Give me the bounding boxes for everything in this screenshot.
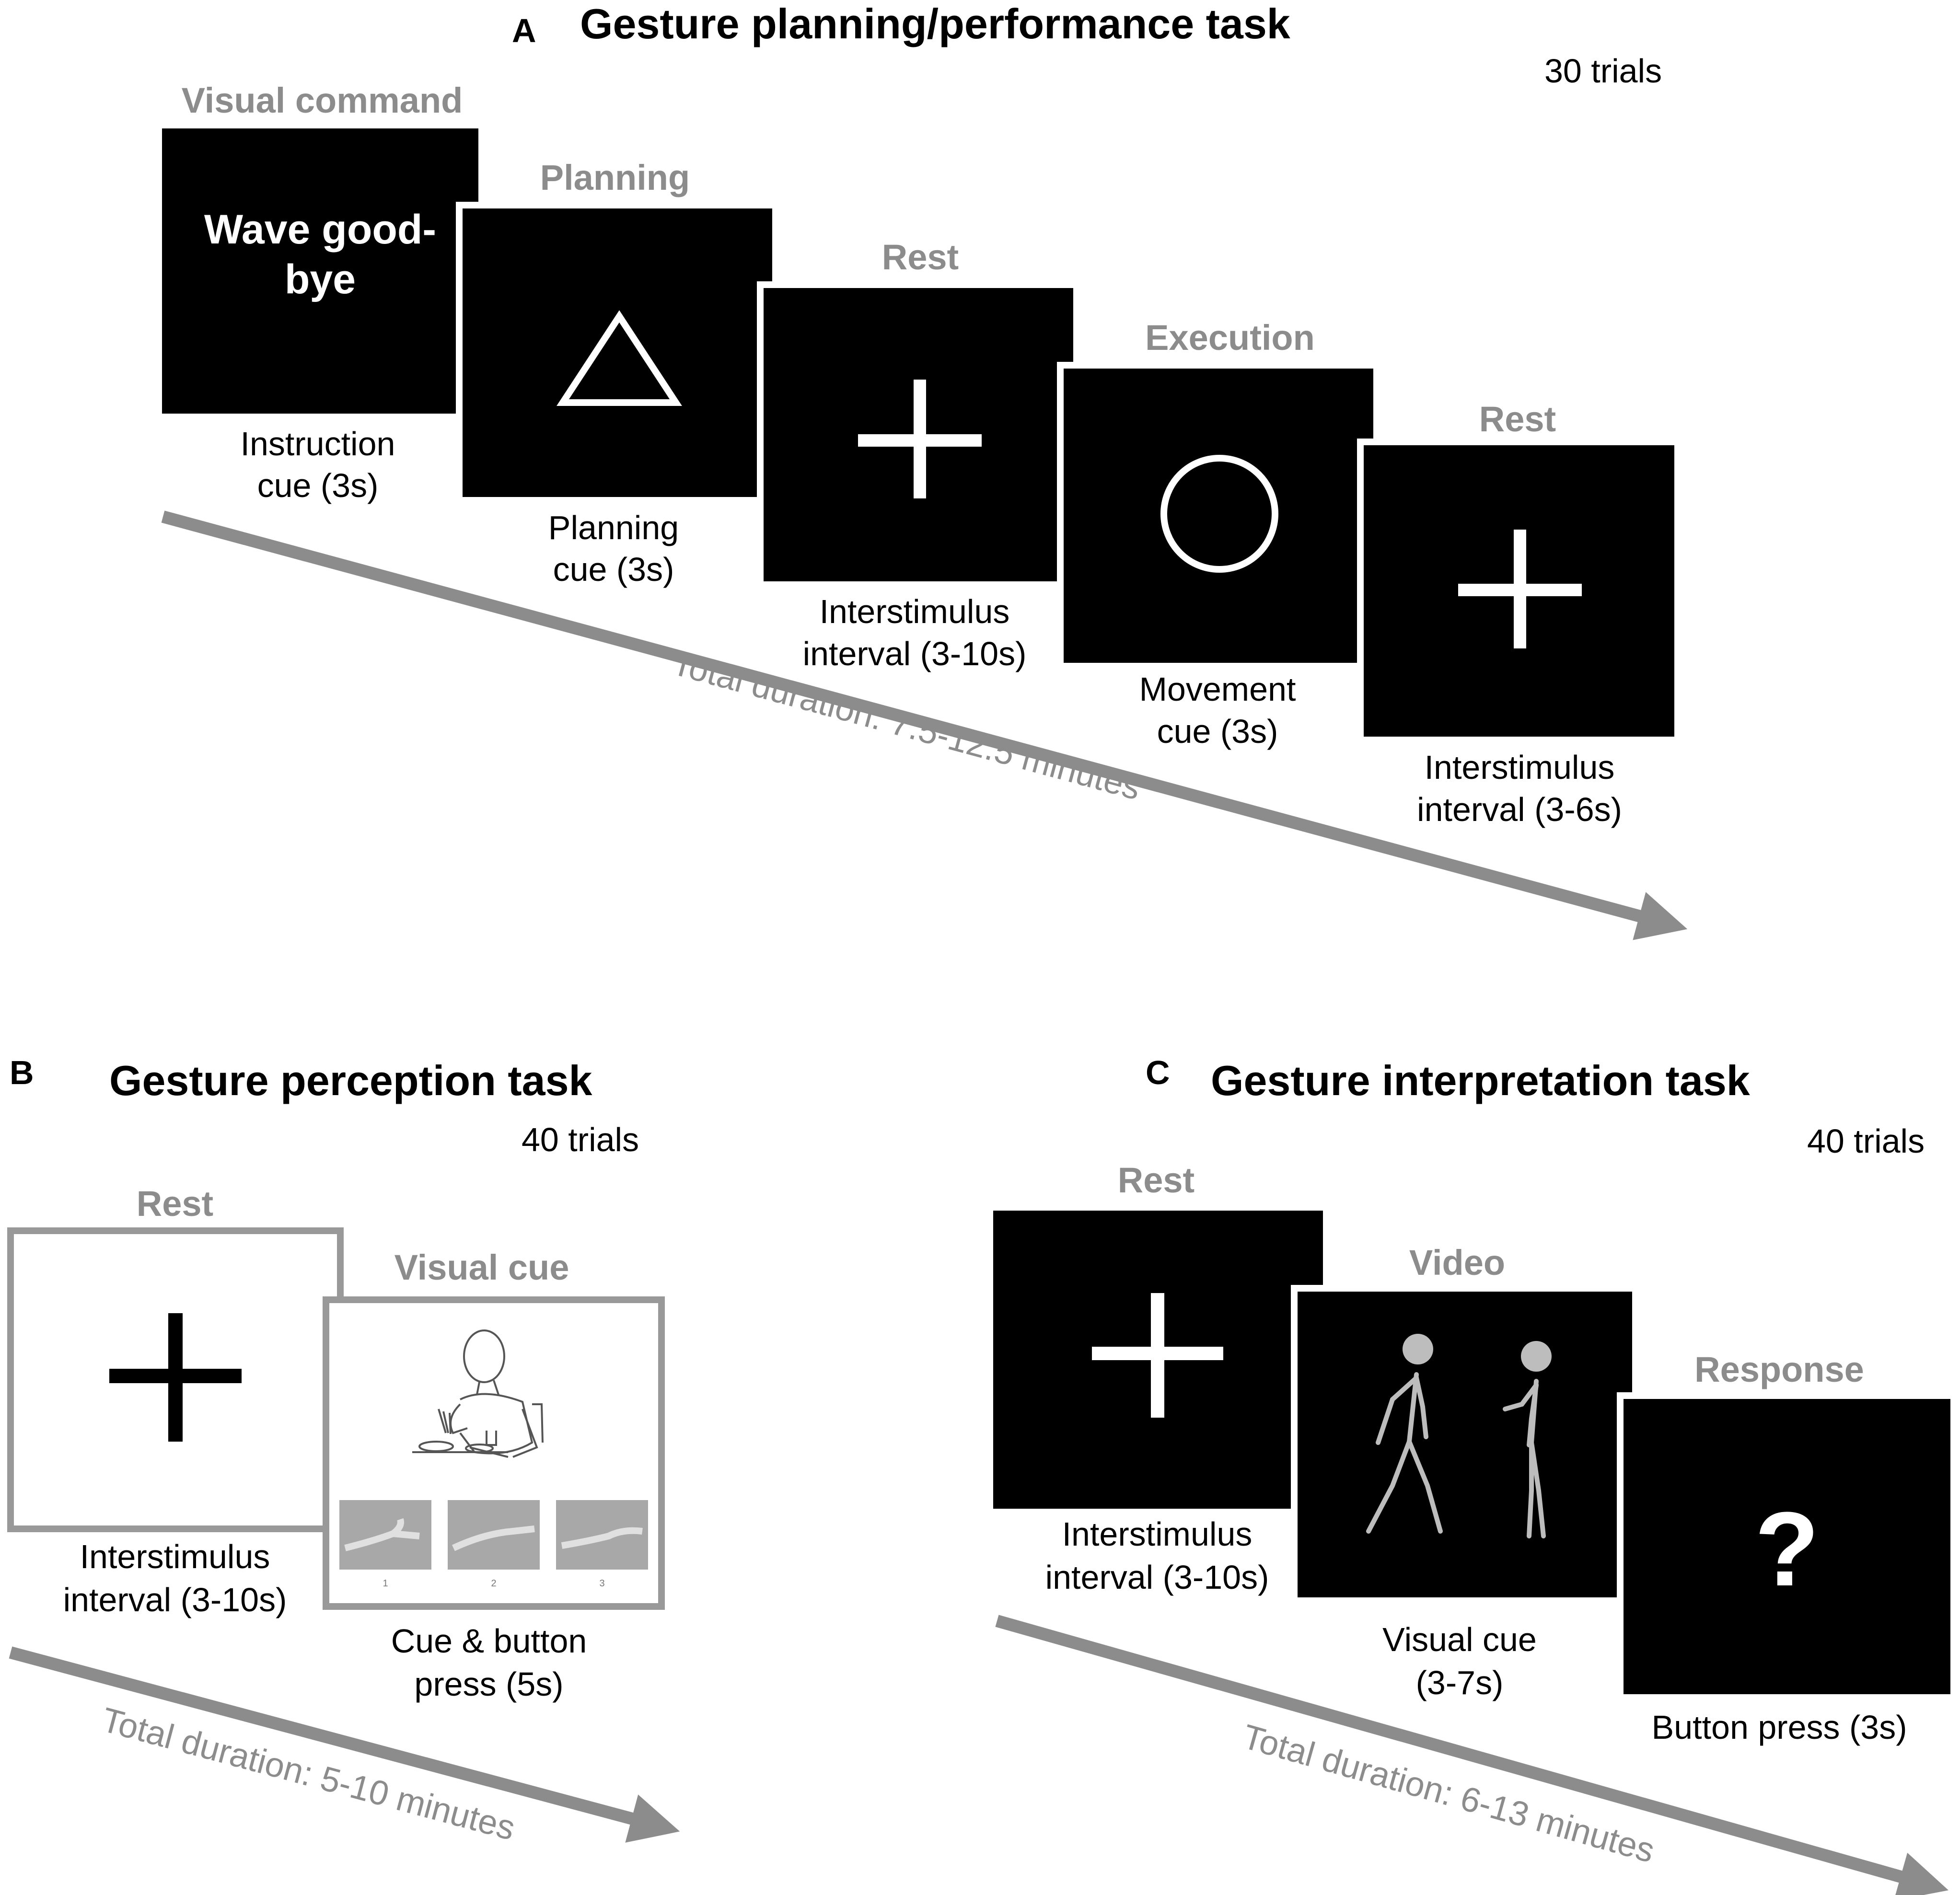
option-thumbnail[interactable]: [339, 1500, 431, 1570]
step-label: Rest: [1479, 399, 1556, 439]
step-caption-line2: interval (3-10s): [803, 635, 1027, 672]
panel-c-letter: C: [1146, 1054, 1170, 1091]
step-caption-line2: interval (3-10s): [63, 1581, 287, 1618]
panel-c: C Gesture interpretation task 40 trials …: [993, 1054, 1957, 1895]
execution-screen: [1057, 362, 1380, 670]
panel-a-title: Gesture planning/performance task: [580, 0, 1291, 47]
planning-screen: [456, 202, 779, 504]
step-label: Visual command: [182, 81, 463, 120]
step-caption-line1: Interstimulus: [80, 1538, 270, 1575]
step-caption-line1: Button press (3s): [1652, 1709, 1907, 1746]
option-thumbnail[interactable]: [448, 1500, 540, 1570]
step-caption-line2: interval (3-6s): [1417, 791, 1622, 828]
panel-a-letter: A: [512, 12, 536, 49]
panel-a-trials: 30 trials: [1544, 52, 1662, 90]
panel-c-title: Gesture interpretation task: [1211, 1057, 1751, 1104]
option-number: 2: [491, 1578, 496, 1589]
fixation-cross-icon: [1458, 530, 1582, 648]
step-caption-line2: cue (3s): [1157, 713, 1278, 750]
instruction-screen: [162, 128, 478, 414]
panel-b-letter: B: [10, 1054, 34, 1091]
step-caption-line1: Instruction: [241, 425, 395, 462]
stick-figure-left: [1366, 1334, 1443, 1534]
panel-c-timeline-arrow: [995, 1615, 1949, 1895]
option-number: 3: [599, 1578, 604, 1589]
step-label: Video: [1409, 1243, 1505, 1283]
step-caption-line1: Visual cue: [1382, 1621, 1537, 1658]
step-caption-line1: Cue & button: [391, 1622, 587, 1660]
instruction-text-line1: Wave good-: [204, 207, 436, 253]
stick-figure-right: [1503, 1341, 1552, 1538]
step-caption-line1: Interstimulus: [820, 593, 1010, 630]
panel-b-title: Gesture perception task: [109, 1057, 593, 1104]
step-label: Rest: [882, 237, 959, 277]
step-caption-line1: Interstimulus: [1425, 749, 1615, 786]
option-thumbnail[interactable]: [556, 1500, 648, 1570]
step-caption-line1: Movement: [1139, 670, 1296, 708]
step-caption-line2: cue (3s): [257, 467, 379, 504]
step-caption-line2: interval (3-10s): [1045, 1559, 1269, 1596]
panel-b-timeline-arrow: [9, 1646, 680, 1843]
step-label: Visual cue: [394, 1248, 569, 1287]
step-label: Response: [1694, 1350, 1864, 1389]
circle-icon: [1160, 455, 1278, 573]
panel-a-timeline-arrow: [161, 510, 1688, 940]
step-caption-line1: Planning: [548, 509, 679, 546]
fixation-cross-icon: [1092, 1293, 1223, 1418]
step-caption-line2: cue (3s): [553, 551, 674, 588]
option-number: 1: [383, 1578, 388, 1589]
panel-b-trials: 40 trials: [522, 1121, 639, 1158]
step-caption-line2: (3-7s): [1416, 1664, 1504, 1701]
step-label: Rest: [137, 1184, 213, 1224]
video-screen: [1291, 1285, 1639, 1604]
fixation-cross-icon: [858, 380, 982, 498]
response-screen: [1617, 1392, 1957, 1701]
step-caption-line2: press (5s): [414, 1665, 563, 1703]
fixation-cross-icon: [109, 1313, 242, 1442]
instruction-text-line2: bye: [285, 256, 356, 302]
triangle-icon: [557, 310, 682, 406]
gesturing-person-sketch: [412, 1329, 544, 1458]
step-label: Planning: [540, 158, 690, 197]
question-mark-icon: ?: [1755, 1490, 1819, 1608]
step-label: Execution: [1145, 318, 1315, 358]
panel-a: A Gesture planning/performance task 30 t…: [161, 0, 1688, 940]
panel-c-trials: 40 trials: [1807, 1122, 1925, 1160]
panel-b: B Gesture perception task 40 trials Tota…: [7, 1054, 680, 1848]
step-caption-line1: Interstimulus: [1062, 1515, 1253, 1553]
step-label: Rest: [1118, 1160, 1195, 1200]
